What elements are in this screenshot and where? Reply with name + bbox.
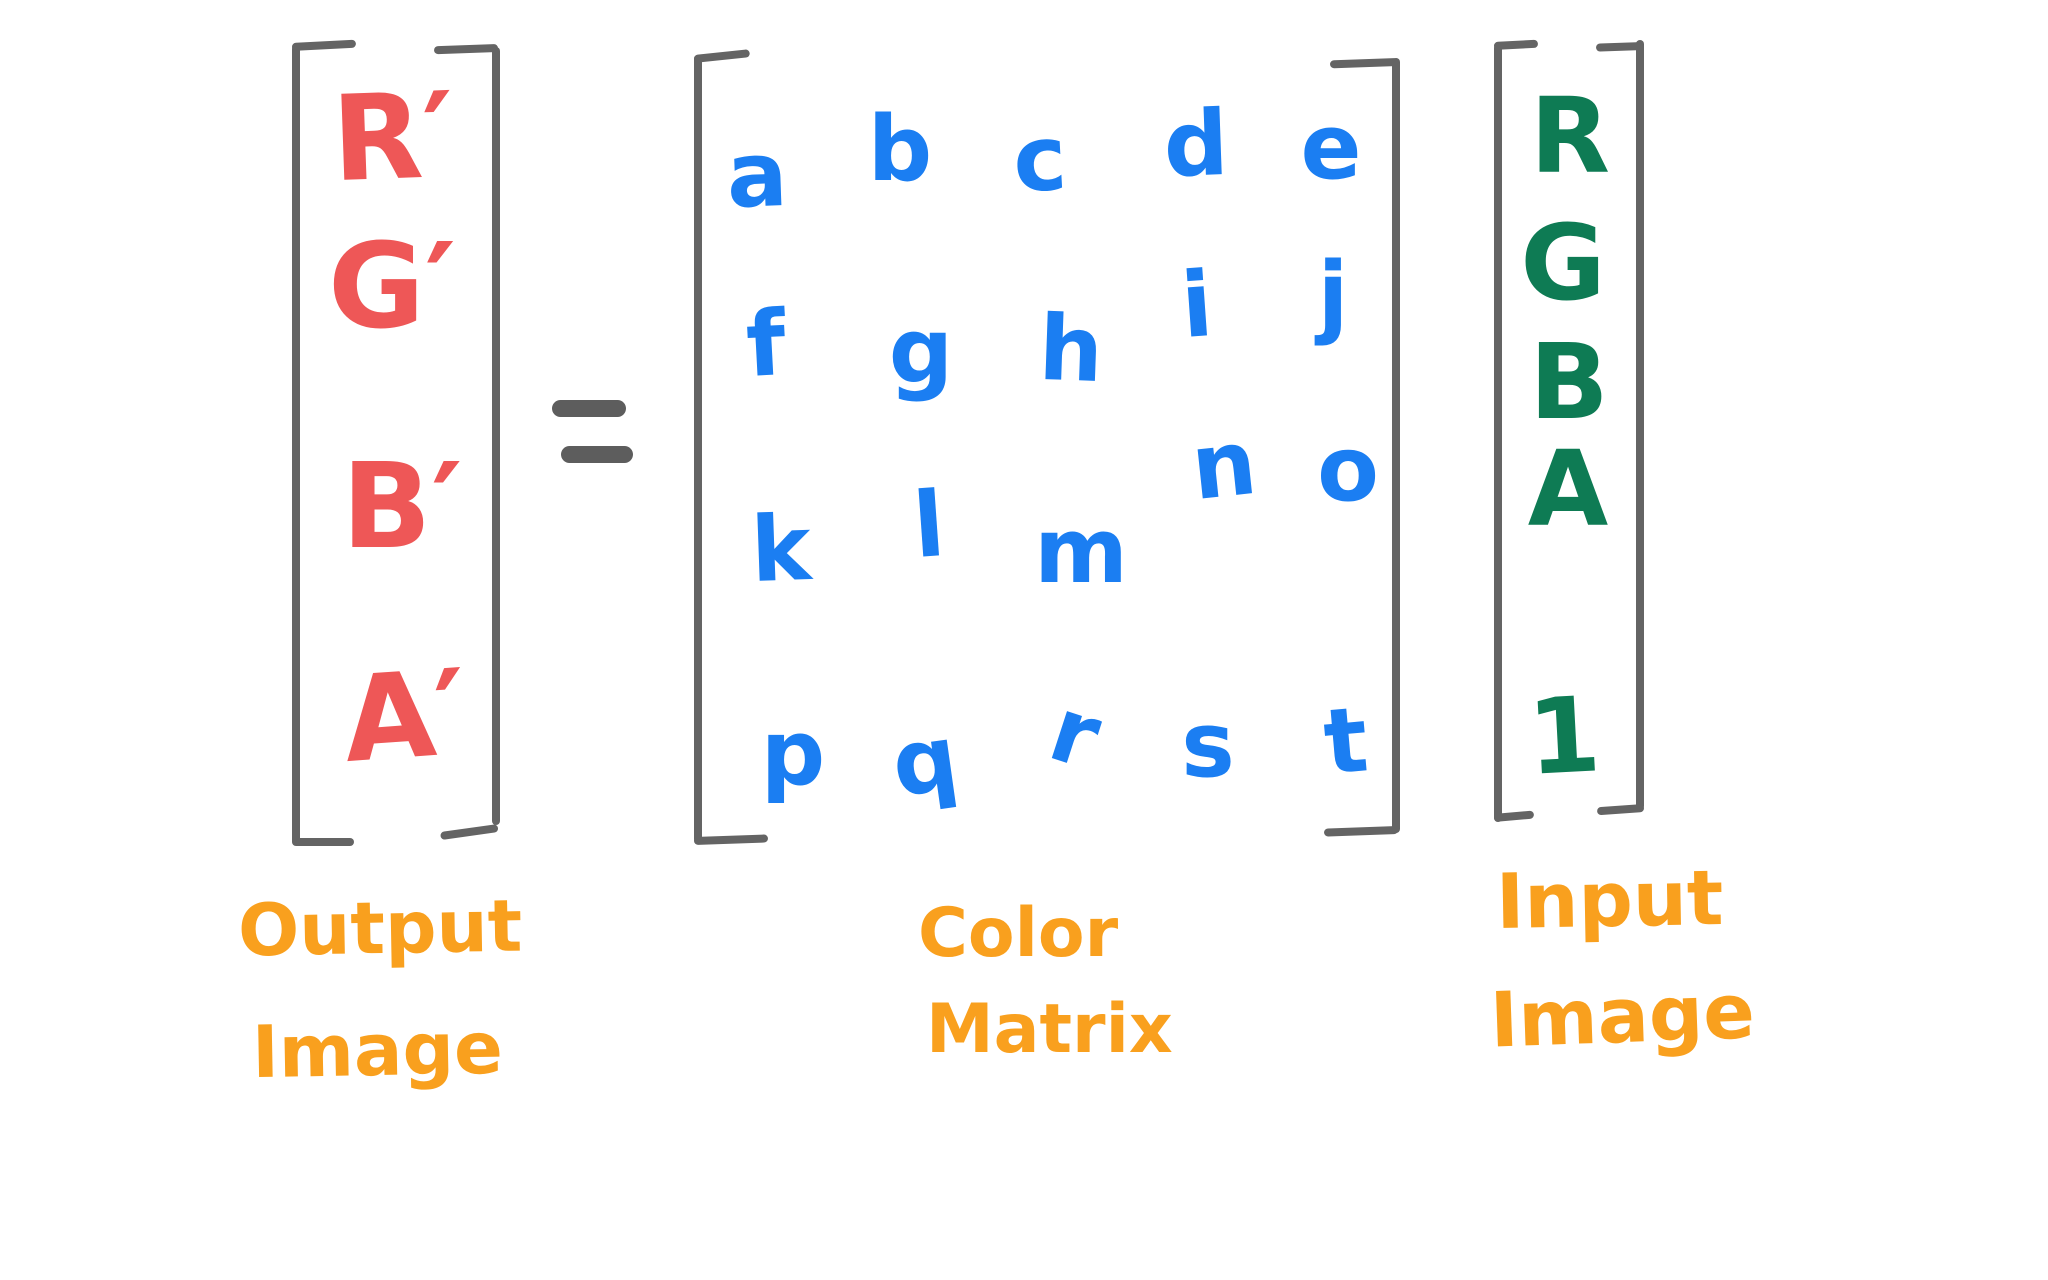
input-entry: B — [1529, 321, 1609, 443]
matrix-cell: n — [1186, 409, 1262, 522]
input-entry: 1 — [1524, 673, 1604, 799]
output-entry: G′ — [328, 217, 456, 355]
matrix-right-bracket-vertical — [1392, 58, 1400, 833]
input-right-bracket-top-stub — [1595, 42, 1645, 52]
equals-top-bar — [552, 400, 626, 417]
matrix-right-bracket-bottom-stub — [1323, 826, 1399, 837]
matrix-cell: b — [867, 97, 933, 202]
output-entry: A′ — [339, 642, 471, 790]
matrix-cell: j — [1317, 243, 1349, 348]
input-image-label-line2: Image — [1488, 966, 1757, 1065]
input-left-bracket-vertical — [1494, 44, 1502, 822]
matrix-cell: c — [1010, 105, 1070, 214]
matrix-cell: t — [1319, 687, 1372, 796]
matrix-left-bracket-vertical — [694, 55, 702, 843]
matrix-cell: i — [1177, 252, 1217, 359]
output-left-bracket-bottom-stub — [292, 838, 354, 846]
output-entry: B′ — [341, 437, 463, 575]
output-right-bracket-vertical — [492, 47, 500, 825]
matrix-cell: k — [749, 495, 813, 604]
matrix-cell: h — [1037, 295, 1105, 404]
output-left-bracket-top-stub — [291, 39, 357, 51]
matrix-cell: s — [1181, 693, 1235, 798]
equals-bottom-bar — [561, 446, 633, 463]
output-right-bracket-top-stub — [433, 44, 499, 55]
matrix-cell: l — [909, 472, 949, 579]
matrix-cell: g — [888, 299, 954, 404]
matrix-cell: e — [1300, 95, 1362, 200]
matrix-right-bracket-top-stub — [1329, 58, 1399, 69]
input-entry: G — [1520, 202, 1606, 324]
matrix-cell: d — [1161, 90, 1231, 199]
matrix-cell: m — [1034, 499, 1128, 604]
input-entry: A — [1527, 428, 1609, 550]
matrix-left-bracket-top-stub — [693, 49, 751, 63]
input-image-label-line1: Input — [1495, 853, 1724, 946]
input-right-bracket-bottom-stub — [1596, 804, 1645, 816]
color-matrix-label-line2: Matrix — [926, 990, 1173, 1069]
matrix-cell: p — [760, 701, 826, 806]
matrix-cell: o — [1317, 417, 1379, 522]
matrix-cell: a — [724, 121, 790, 230]
color-matrix-label-line1: Color — [918, 894, 1119, 973]
output-image-label-line1: Output — [237, 883, 523, 973]
matrix-cell: f — [743, 291, 789, 398]
output-right-bracket-bottom-stub — [440, 824, 499, 841]
input-entry: R — [1529, 75, 1611, 197]
matrix-left-bracket-bottom-stub — [693, 834, 769, 845]
matrix-cell: r — [1037, 676, 1113, 791]
output-entry: R′ — [329, 65, 457, 209]
output-image-label-line2: Image — [251, 1005, 504, 1095]
matrix-cell: q — [885, 705, 965, 818]
input-left-bracket-top-stub — [1493, 39, 1539, 50]
output-left-bracket-vertical — [292, 45, 300, 845]
input-right-bracket-vertical — [1636, 40, 1644, 810]
